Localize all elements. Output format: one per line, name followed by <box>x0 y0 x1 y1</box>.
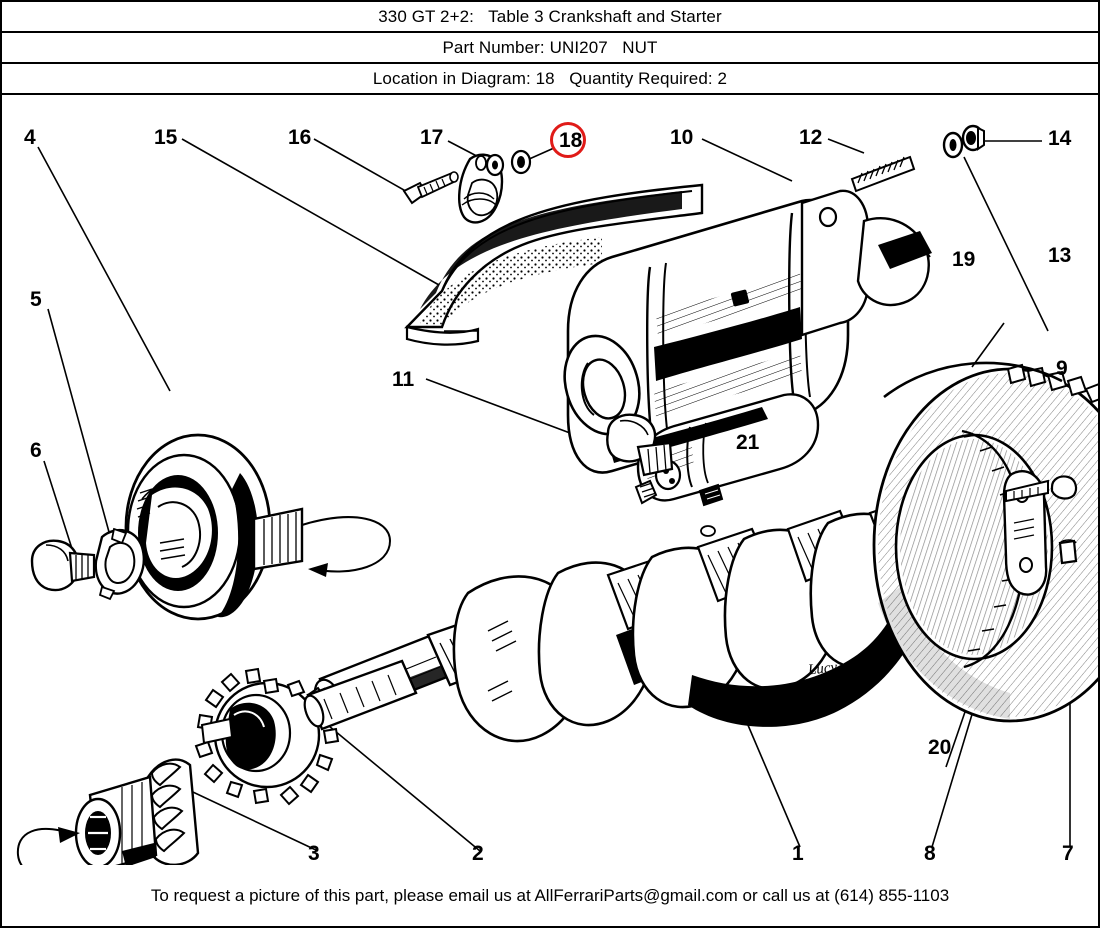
page-title: 330 GT 2+2: Table 3 Crankshaft and Start… <box>378 6 722 26</box>
flywheel <box>872 361 1098 723</box>
callout-14: 14 <box>1048 127 1072 150</box>
header-location-row: Location in Diagram: 18 Quantity Require… <box>2 64 1098 95</box>
callout-1: 1 <box>792 842 804 865</box>
crank-bolt-6 <box>30 539 96 592</box>
header-part-number-row: Part Number: UNI207 NUT <box>2 33 1098 64</box>
callout-2: 2 <box>472 842 484 865</box>
washer-17 <box>485 153 505 177</box>
callout-21: 21 <box>736 431 760 454</box>
callout-17: 17 <box>420 126 444 149</box>
starter-motor <box>563 189 932 505</box>
header-title-row: 330 GT 2+2: Table 3 Crankshaft and Start… <box>2 2 1098 33</box>
callout-9: 9 <box>1056 357 1068 380</box>
flywheel-dowel-7 <box>1058 539 1078 565</box>
drive-gear-2 <box>194 667 340 806</box>
starter-heat-shield <box>404 183 704 346</box>
callout-16: 16 <box>288 126 312 149</box>
callout-4: 4 <box>24 126 36 149</box>
callout-7: 7 <box>1062 842 1074 865</box>
callout-5: 5 <box>30 288 42 311</box>
artist-signature: Lucy <box>807 659 838 679</box>
callout-12: 12 <box>799 126 823 149</box>
crankshaft <box>313 495 936 743</box>
stud-12 <box>850 155 916 193</box>
callout-13: 13 <box>1048 244 1072 267</box>
callout-11: 11 <box>392 368 415 391</box>
washer-13 <box>942 131 964 159</box>
callout-20: 20 <box>928 736 952 759</box>
crankshaft-pulley <box>124 433 392 621</box>
nut-18 <box>510 149 532 175</box>
clamp-bolt-16 <box>402 171 459 205</box>
nut-14 <box>961 124 985 152</box>
footer-contact-text: To request a picture of this part, pleas… <box>150 885 950 905</box>
callout-6: 6 <box>30 439 42 462</box>
dowel-pin-21 <box>698 483 724 507</box>
shaft-stub <box>303 659 418 731</box>
part-number-text: Part Number: UNI207 NUT <box>442 37 658 57</box>
diagram-artwork <box>16 124 1098 865</box>
tab-washer-5 <box>94 527 145 601</box>
callout-19: 19 <box>952 248 976 271</box>
footer-contact-bar: To request a picture of this part, pleas… <box>2 865 1098 926</box>
callout-3: 3 <box>308 842 320 865</box>
location-quantity-text: Location in Diagram: 18 Quantity Require… <box>372 68 728 88</box>
callout-8: 8 <box>924 842 936 865</box>
flywheel-bolt-9 <box>1005 475 1078 503</box>
callout-18-highlighted: 18 <box>559 129 583 152</box>
callout-15: 15 <box>154 126 178 149</box>
bolt-11 <box>606 413 674 477</box>
oil-pump-gear-3 <box>16 758 200 865</box>
exploded-parts-diagram: Lucy 4 15 16 17 18 10 12 14 13 5 6 11 21… <box>2 95 1098 865</box>
callout-10: 10 <box>670 126 694 149</box>
